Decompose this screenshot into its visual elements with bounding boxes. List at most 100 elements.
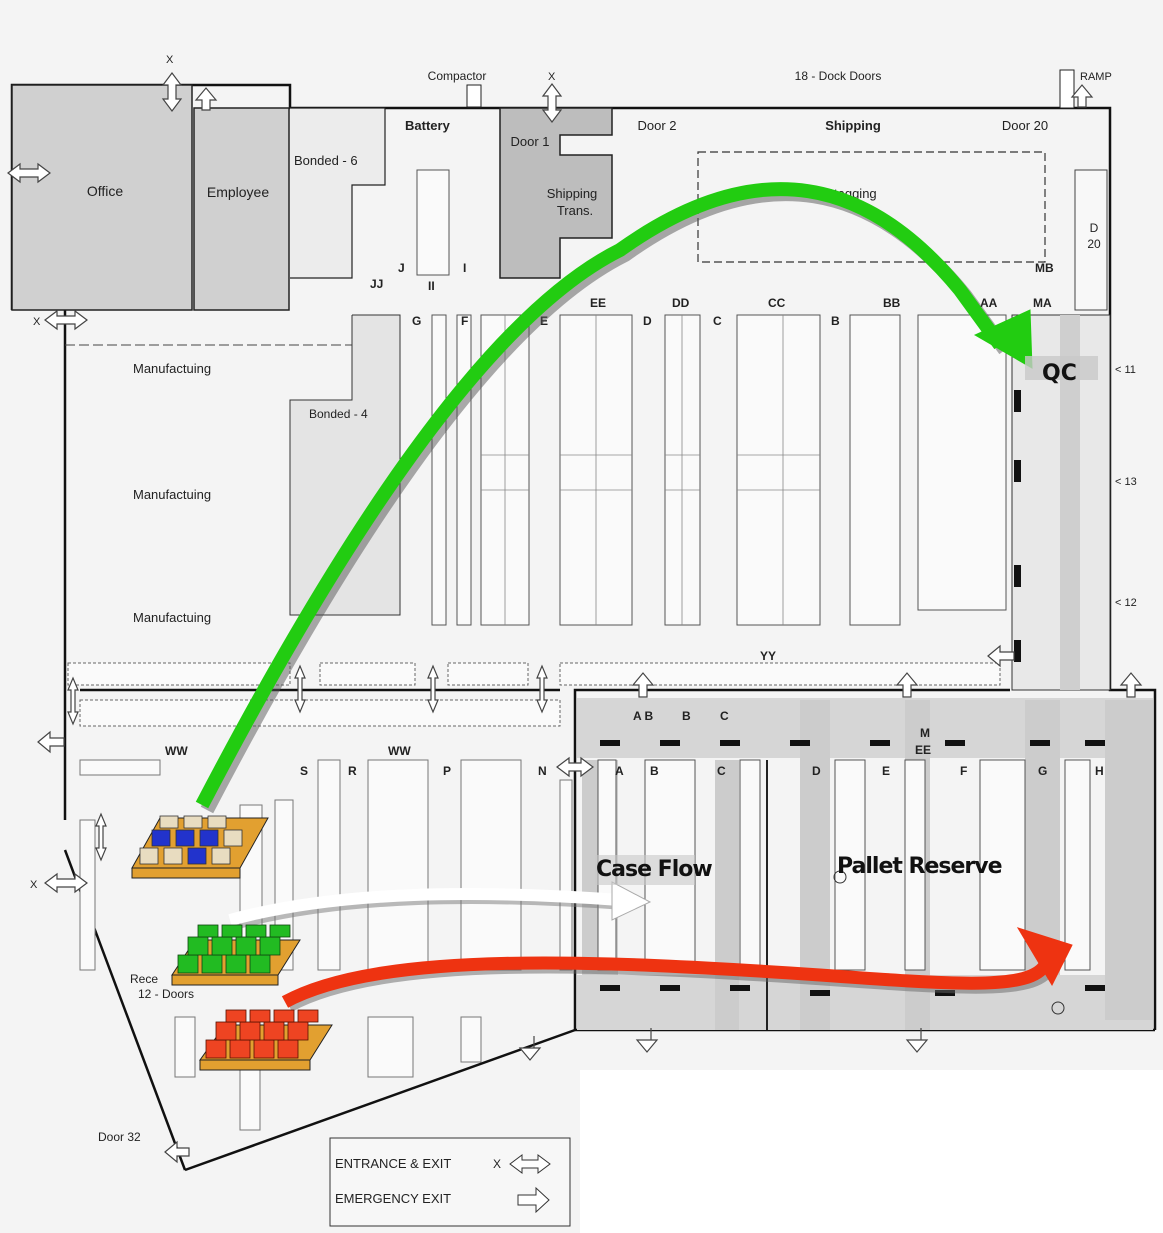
- double-arrow-icon: [294, 664, 306, 714]
- legend-exit-arrow-icon: [517, 1186, 550, 1214]
- door-20-label: Door 20: [1002, 118, 1048, 133]
- bonded-6-label: Bonded - 6: [294, 153, 358, 168]
- side-label-11: < 11: [1115, 364, 1136, 376]
- aisle-yy: YY: [760, 649, 776, 663]
- bonded-4-label: Bonded - 4: [309, 407, 368, 421]
- aisle-h-lower: H: [1095, 764, 1104, 778]
- door-2-label: Door 2: [637, 118, 676, 133]
- x-mark-3: X: [33, 316, 41, 328]
- receiving-label-2: 12 - Doors: [138, 987, 194, 1001]
- double-arrow-icon: [536, 664, 548, 714]
- aisle-ww-1: WW: [165, 744, 188, 758]
- compactor-label: Compactor: [428, 69, 487, 83]
- legend-double-arrow-icon: [509, 1154, 551, 1174]
- door-1-label: Door 1: [510, 134, 549, 149]
- rack-dividers: [481, 315, 820, 625]
- bonded-6-room: [290, 107, 386, 279]
- aisle-i: I: [463, 261, 466, 275]
- exit-arrow-icon: [518, 1036, 542, 1061]
- double-arrow-icon: [44, 872, 88, 894]
- exit-arrow-icon: [1119, 672, 1143, 698]
- sun-icon: [833, 870, 847, 884]
- manufacturing-label-3: Manufactuing: [133, 610, 211, 625]
- door-32-label: Door 32: [98, 1130, 141, 1144]
- office-label: Office: [87, 183, 124, 199]
- aisle-d: D: [643, 314, 652, 328]
- white-arrow-head: [611, 881, 652, 921]
- aisle-r: R: [348, 764, 357, 778]
- d20-label-1: D: [1090, 221, 1099, 235]
- aisle-a: A: [615, 764, 624, 778]
- blue-pallet: [131, 815, 269, 879]
- double-arrow-icon: [67, 676, 79, 726]
- legend-emergency-exit: EMERGENCY EXIT: [335, 1191, 451, 1206]
- shipping-trans-room: [499, 107, 613, 279]
- battery-label: Battery: [405, 118, 451, 133]
- pick-module-top-band: [577, 698, 1153, 758]
- receiving-label-1: Rece: [130, 972, 158, 986]
- aisle-ab: A B: [633, 709, 654, 723]
- employee-room: [193, 107, 290, 311]
- lower-left-racks: [79, 759, 573, 1131]
- aisle-jj: JJ: [370, 277, 383, 291]
- aisle-ee-lower: EE: [915, 743, 931, 757]
- exit-arrow-icon: [37, 730, 65, 754]
- exit-arrow-icon: [194, 87, 218, 111]
- double-arrow-icon: [556, 756, 594, 778]
- white-flow-arrow: [228, 888, 621, 926]
- manufacturing-label-1: Manufactuing: [133, 361, 211, 376]
- yy-racks: [67, 662, 1001, 727]
- aisle-ee: EE: [590, 296, 606, 310]
- office-room: [11, 84, 193, 311]
- legend-entrance-exit: ENTRANCE & EXIT: [335, 1156, 451, 1171]
- exit-arrow-icon: [164, 1140, 190, 1164]
- aisle-ii: II: [428, 279, 435, 293]
- double-arrow-icon: [541, 83, 563, 123]
- exit-arrow-icon: [987, 644, 1015, 668]
- exit-arrow-icon: [895, 672, 919, 698]
- aisle-b-lower: B: [650, 764, 659, 778]
- red-flow-arrow: [281, 956, 1051, 1008]
- ramp-label: RAMP: [1080, 71, 1112, 83]
- aisle-c: C: [713, 314, 722, 328]
- qc-dock-marks: [1014, 390, 1021, 662]
- aisle-n: N: [538, 764, 547, 778]
- double-arrow-icon: [44, 309, 88, 331]
- case-flow-label: Case Flow: [596, 857, 712, 882]
- aisle-c-lower: C: [717, 764, 726, 778]
- manufacturing-label-2: Manufactuing: [133, 487, 211, 502]
- aisle-e-lower: E: [882, 764, 890, 778]
- shipping-label: Shipping: [825, 118, 881, 133]
- lower-aisle-letters: WW WW S R P N A B C D E F G H A B B C M …: [165, 709, 1104, 778]
- d20-label-2: 20: [1087, 237, 1101, 251]
- aisle-s: S: [300, 764, 308, 778]
- exit-arrow-icon: [1070, 84, 1094, 108]
- flow-arrows: [195, 182, 1073, 1012]
- aisle-b-upper: B: [682, 709, 691, 723]
- red-arrow-head: [1016, 927, 1073, 987]
- green-arrow-head: [973, 309, 1033, 369]
- shipping-trans-label-1: Shipping: [547, 186, 598, 201]
- side-label-12: < 12: [1115, 597, 1137, 609]
- aisle-f-lower: F: [960, 764, 967, 778]
- green-pallet: [171, 924, 301, 986]
- sun-icons: [833, 870, 1065, 1015]
- sun-icon: [1051, 1001, 1065, 1015]
- employee-label: Employee: [207, 184, 269, 200]
- pallet-reserve-label: Pallet Reserve: [837, 854, 1002, 879]
- aisle-cc: CC: [768, 296, 786, 310]
- x-mark-2: X: [548, 71, 556, 83]
- shipping-trans-label-2: Trans.: [557, 203, 593, 218]
- exit-arrow-icon: [905, 1028, 929, 1053]
- dock-doors-label: 18 - Dock Doors: [795, 69, 882, 83]
- entrance-exit-arrows: [7, 72, 594, 894]
- aisle-g-lower: G: [1038, 764, 1047, 778]
- aisle-dd: DD: [672, 296, 690, 310]
- aisle-mb: MB: [1035, 261, 1054, 275]
- aisle-f: F: [461, 314, 468, 328]
- double-arrow-icon: [7, 162, 51, 184]
- side-label-13: < 13: [1115, 476, 1137, 488]
- aisle-c-upper: C: [720, 709, 729, 723]
